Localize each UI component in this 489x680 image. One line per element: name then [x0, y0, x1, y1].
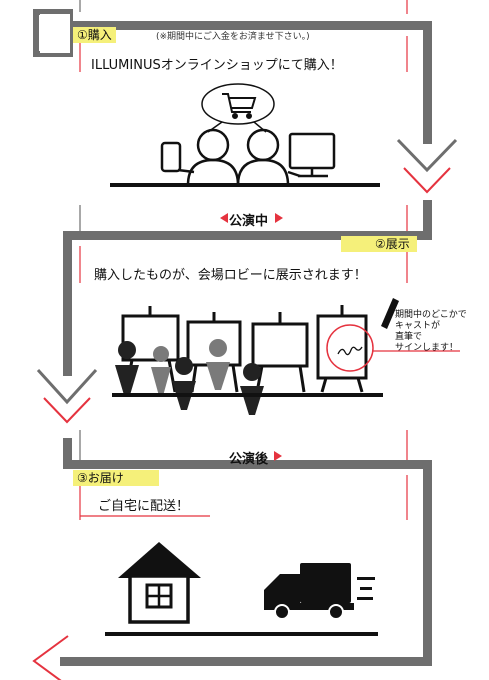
easel-icon — [251, 312, 309, 393]
triangle-left-icon — [220, 213, 228, 223]
step2-label: ②展示 — [341, 236, 417, 252]
sign-note: 期間中のどこかで キャストが 直筆で サインします！ — [395, 310, 467, 354]
scene-shop — [160, 83, 336, 186]
arrow-down-icon — [396, 138, 458, 194]
signature-icon — [337, 346, 363, 356]
step1-headline: ILLUMINUSオンラインショップにて購入！ — [91, 58, 343, 73]
truck-icon — [264, 563, 375, 620]
step1-payment-note: (※期間中にご入金をお済ませ下さい。) — [156, 32, 310, 42]
pen-icon — [381, 298, 399, 329]
phase-after-label: 公演後 — [229, 452, 269, 467]
house-icon — [118, 542, 201, 624]
visitor-figures — [115, 339, 264, 415]
sign-note-line: サインします！ — [395, 343, 459, 353]
easel-icon — [316, 305, 368, 393]
step1-label: ①購入 — [73, 27, 116, 43]
step2-headline: 購入したものが、会場ロビーに展示されます！ — [94, 268, 367, 283]
sign-note-line: 直筆で — [395, 332, 423, 342]
scene-exhibit — [115, 298, 460, 415]
step3-headline: ご自宅に配送！ — [98, 499, 190, 514]
flow-path — [36, 21, 432, 666]
sign-note-line: キャストが — [395, 321, 441, 331]
monitor-icon — [288, 132, 336, 178]
tablet-icon — [160, 141, 182, 173]
triangle-right-icon — [274, 451, 282, 461]
person-icon — [236, 128, 290, 186]
step3-label: ③お届け — [73, 470, 159, 486]
phase-during-label: 公演中 — [229, 214, 269, 229]
triangle-right-icon — [275, 213, 283, 223]
shopping-cart-icon — [222, 93, 257, 119]
accent-lines — [79, 0, 408, 520]
sign-note-line: 期間中のどこかで — [395, 310, 467, 320]
arrow-down-icon — [36, 368, 98, 424]
arrow-left-icon — [32, 635, 69, 680]
person-icon — [186, 128, 240, 186]
